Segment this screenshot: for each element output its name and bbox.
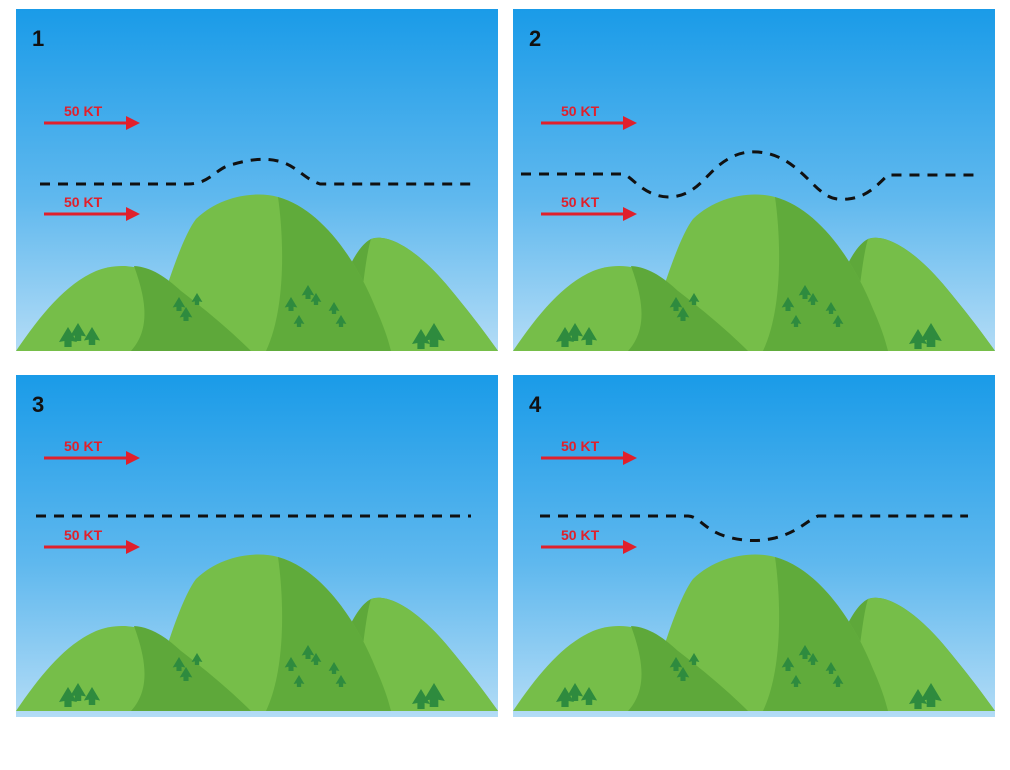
tree-icon (688, 293, 700, 305)
arrow-head-icon (126, 207, 140, 221)
wind-speed-label: 50 KT (561, 103, 600, 119)
lower-wind-arrow: 50 KT (541, 194, 637, 221)
tree-icon (920, 323, 942, 347)
tree-icon (832, 675, 844, 687)
tree-icon (412, 689, 430, 709)
tree-icon (566, 323, 584, 341)
tree-icon (688, 653, 700, 665)
arrow-head-icon (126, 116, 140, 130)
tree-icon (790, 315, 802, 327)
panel-number: 3 (32, 392, 44, 417)
tree-icon (179, 667, 193, 681)
wind-speed-label: 50 KT (561, 438, 600, 454)
tree-icon (798, 645, 812, 659)
tree-icon (59, 687, 77, 707)
panel-1: 1 50 KT 50 KT (16, 9, 498, 351)
panel-number: 4 (529, 392, 542, 417)
tree-icon (335, 315, 347, 327)
tree-icon (328, 302, 340, 314)
tree-icon (920, 683, 942, 707)
tree-icon (293, 675, 305, 687)
tree-icon (832, 315, 844, 327)
tree-icon (676, 307, 690, 321)
wind-speed-label: 50 KT (561, 527, 600, 543)
tree-icon (59, 327, 77, 347)
arrow-head-icon (623, 207, 637, 221)
tree-icon (807, 653, 819, 665)
tree-icon (412, 329, 430, 349)
tree-icon (909, 329, 927, 349)
tree-icon (798, 285, 812, 299)
arrow-head-icon (126, 540, 140, 554)
tree-icon (423, 683, 445, 707)
tree-icon (301, 285, 315, 299)
tree-icon (676, 667, 690, 681)
wind-speed-label: 50 KT (64, 527, 103, 543)
wind-speed-label: 50 KT (64, 194, 103, 210)
lower-wind-arrow: 50 KT (44, 194, 140, 221)
tree-icon (284, 657, 298, 671)
tree-icon (172, 657, 186, 671)
mountains (16, 554, 498, 711)
upper-wind-arrow: 50 KT (541, 103, 637, 130)
tree-icon (566, 683, 584, 701)
airflow-wave-line (521, 150, 978, 201)
tree-icon (191, 293, 203, 305)
arrow-head-icon (623, 116, 637, 130)
tree-icon (423, 323, 445, 347)
panel-4: 4 50 KT 50 KT (513, 375, 995, 717)
tree-icon (909, 689, 927, 709)
lower-wind-arrow: 50 KT (44, 527, 140, 554)
wind-speed-label: 50 KT (64, 438, 103, 454)
tree-icon (310, 653, 322, 665)
arrow-head-icon (126, 451, 140, 465)
airflow-wave-line (540, 514, 968, 542)
tree-icon (781, 297, 795, 311)
panel-2: 2 50 KT 50 KT (513, 9, 995, 351)
mountains (16, 194, 498, 351)
panel-3: 3 50 KT 50 KT (16, 375, 498, 717)
tree-icon (580, 327, 598, 345)
tree-icon (669, 297, 683, 311)
tree-icon (83, 687, 101, 705)
tree-icon (69, 323, 87, 341)
upper-wind-arrow: 50 KT (44, 103, 140, 130)
mountains (513, 554, 995, 711)
tree-icon (83, 327, 101, 345)
tree-icon (825, 302, 837, 314)
tree-icon (310, 293, 322, 305)
wind-speed-label: 50 KT (64, 103, 103, 119)
tree-icon (179, 307, 193, 321)
tree-icon (807, 293, 819, 305)
tree-icon (556, 687, 574, 707)
arrow-head-icon (623, 451, 637, 465)
lower-wind-arrow: 50 KT (541, 527, 637, 554)
mountains (513, 194, 995, 351)
tree-icon (284, 297, 298, 311)
tree-icon (781, 657, 795, 671)
tree-icon (790, 675, 802, 687)
upper-wind-arrow: 50 KT (541, 438, 637, 465)
tree-icon (556, 327, 574, 347)
tree-icon (293, 315, 305, 327)
tree-icon (172, 297, 186, 311)
upper-wind-arrow: 50 KT (44, 438, 140, 465)
airflow-wave-line (40, 157, 471, 186)
arrow-head-icon (623, 540, 637, 554)
tree-icon (301, 645, 315, 659)
tree-icon (328, 662, 340, 674)
panel-number: 1 (32, 26, 44, 51)
tree-icon (69, 683, 87, 701)
tree-icon (669, 657, 683, 671)
tree-icon (335, 675, 347, 687)
tree-icon (825, 662, 837, 674)
tree-icon (580, 687, 598, 705)
panel-number: 2 (529, 26, 541, 51)
wind-speed-label: 50 KT (561, 194, 600, 210)
tree-icon (191, 653, 203, 665)
